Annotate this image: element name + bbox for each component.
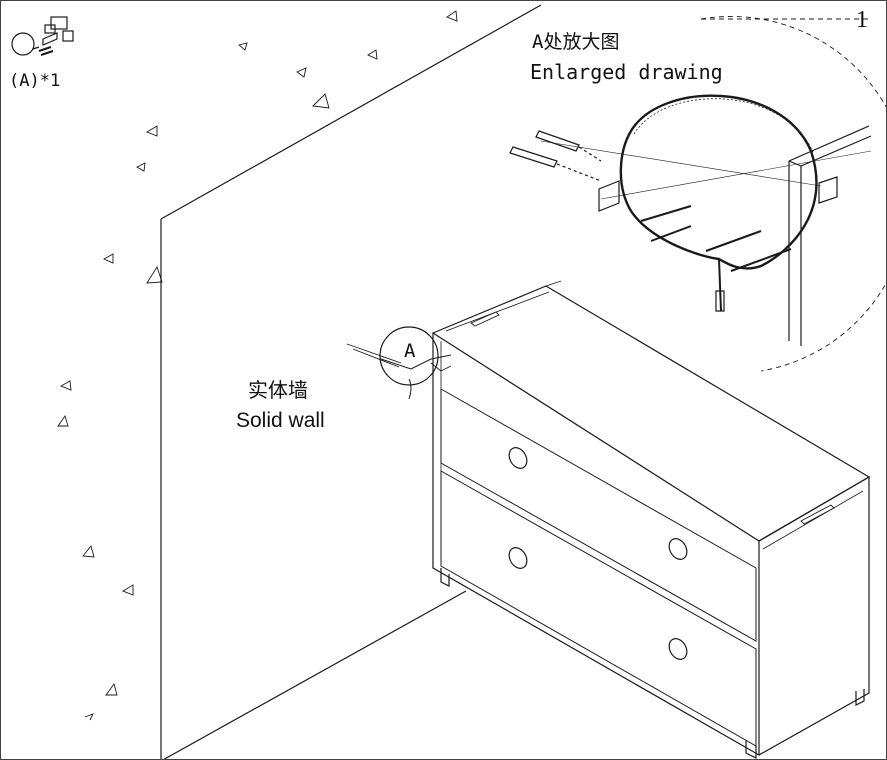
dresser bbox=[431, 280, 871, 759]
enlarged-detail bbox=[509, 16, 886, 372]
enlarged-drawing-label-cn: A处放大图 bbox=[532, 31, 620, 53]
enlarged-drawing-label-en: Enlarged drawing bbox=[530, 60, 723, 84]
solid-wall-label-cn: 实体墙 bbox=[248, 380, 308, 402]
hardware-icon bbox=[11, 16, 74, 56]
callout-letter: A bbox=[404, 340, 416, 362]
parts-quantity-label: (A)*1 bbox=[9, 71, 61, 91]
solid-wall-label-en: Solid wall bbox=[236, 409, 325, 432]
wall-texture bbox=[57, 10, 458, 721]
callout-circle-a bbox=[346, 326, 452, 400]
page-number: 1 bbox=[856, 7, 868, 33]
wall-anchors bbox=[509, 130, 602, 182]
wall-surface bbox=[57, 4, 542, 759]
